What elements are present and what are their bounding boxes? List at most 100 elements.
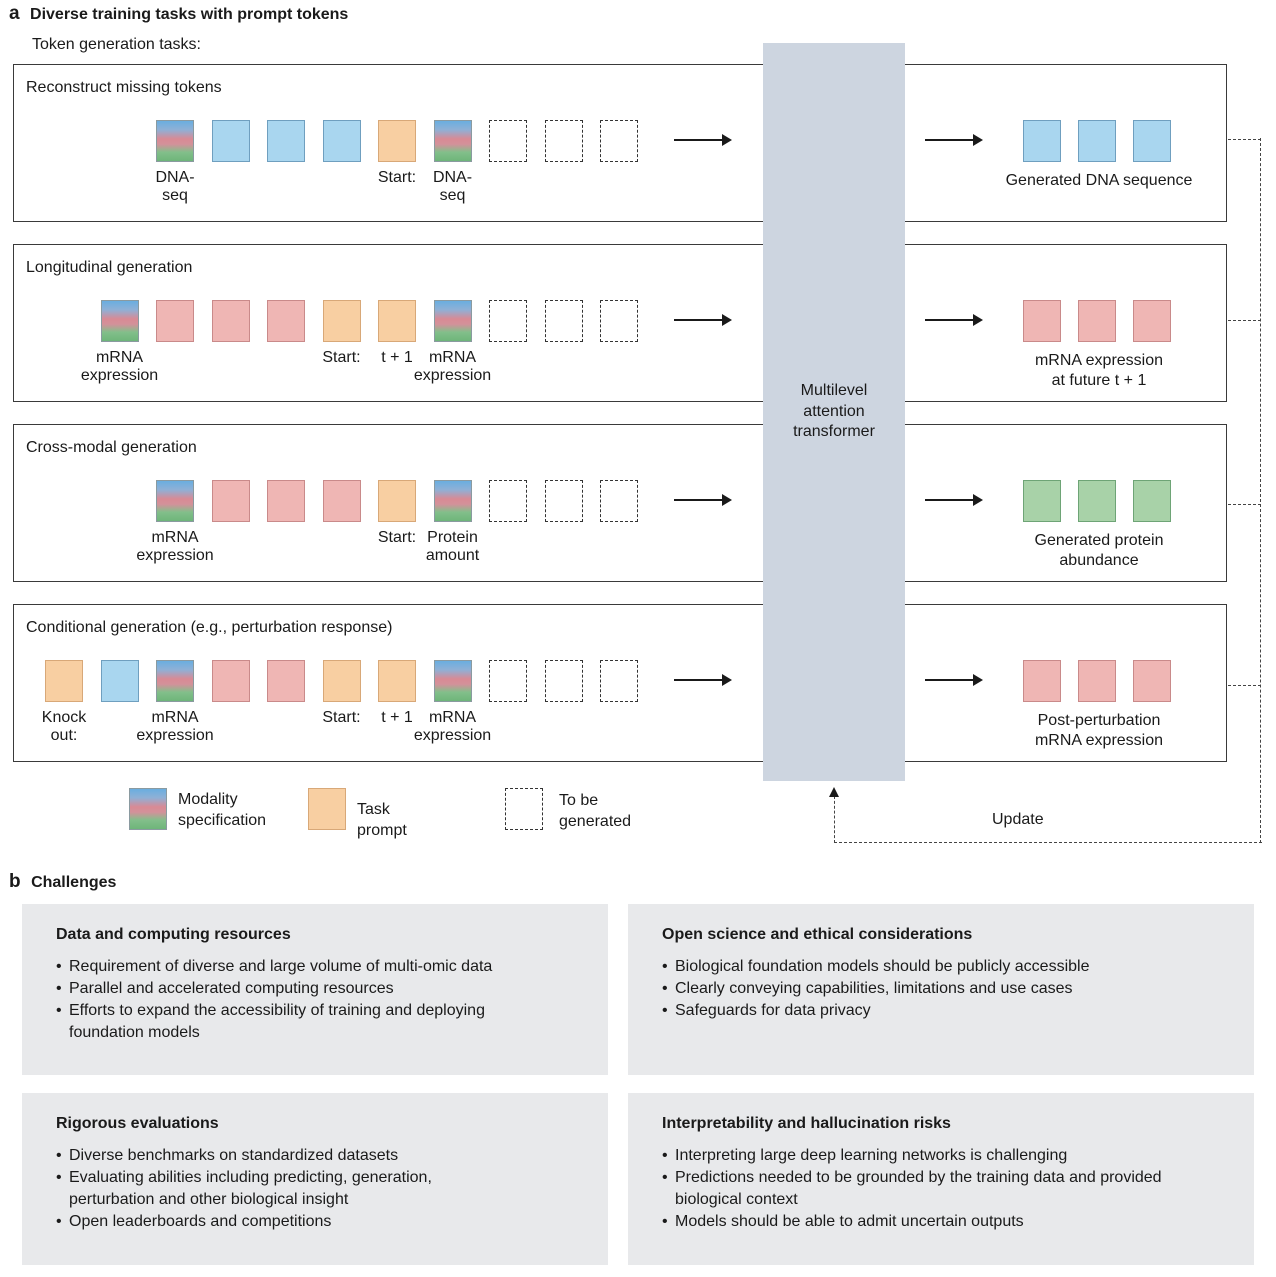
panel-a-title: Diverse training tasks with prompt token…: [30, 6, 349, 23]
challenge-list: Diverse benchmarks on standardized datas…: [56, 1145, 574, 1233]
update-connector-4: [1228, 685, 1261, 686]
mrna-token: [211, 660, 250, 702]
panel-a-letter: a: [9, 3, 20, 24]
challenge-item: Safeguards for data privacy: [662, 1000, 1220, 1022]
task-prompt-token: [322, 300, 361, 342]
to-be-generated-token: [544, 660, 583, 702]
modality-token: [156, 660, 194, 702]
panel-b-title: Challenges: [31, 874, 117, 891]
output-label: mRNA expression at future t + 1: [1034, 352, 1164, 389]
output-label: Generated protein abundance: [1034, 532, 1164, 569]
challenge-item: Parallel and accelerated computing resou…: [56, 978, 574, 1000]
task-title: Reconstruct missing tokens: [26, 79, 222, 96]
legend-empty-swatch: [505, 788, 543, 830]
generated-protein-token: [1078, 480, 1116, 522]
token-label: mRNA expression: [413, 349, 492, 384]
token-label: Start:: [377, 169, 417, 186]
to-be-generated-token: [489, 300, 527, 342]
modality-token: [156, 120, 194, 162]
mrna-token: [211, 300, 250, 342]
update-connector-1: [1228, 139, 1261, 140]
challenge-list: Requirement of diverse and large volume …: [56, 956, 574, 1044]
challenge-box-open-science: Open science and ethical considerations …: [628, 904, 1254, 1075]
generated-mrna-token: [1023, 660, 1061, 702]
to-be-generated-token: [489, 120, 527, 162]
challenge-item: Diverse benchmarks on standardized datas…: [56, 1145, 574, 1167]
update-loop-bottom-line: [834, 842, 1262, 843]
to-be-generated-token: [544, 300, 583, 342]
mrna-token: [267, 300, 305, 342]
arrow-right-icon: [925, 674, 983, 686]
challenge-item: Requirement of diverse and large volume …: [56, 956, 574, 978]
dna-token: [100, 660, 139, 702]
generated-mrna-token: [1133, 660, 1171, 702]
arrow-right-icon: [674, 134, 732, 146]
mrna-token: [211, 480, 250, 522]
task-prompt-token: [378, 120, 416, 162]
token-label: Start:: [322, 349, 361, 366]
task-box-longitudinal: Longitudinal generation mRNA expression S…: [13, 244, 1227, 402]
token-label: Start:: [322, 709, 361, 726]
panel-b-letter: b: [9, 871, 21, 892]
generated-dna-token: [1023, 120, 1061, 162]
challenge-title: Interpretability and hallucination risks: [662, 1115, 951, 1132]
update-label: Update: [992, 811, 1044, 828]
task-title: Cross-modal generation: [26, 439, 197, 456]
token-label: Knock out:: [41, 709, 87, 744]
token-label: Protein amount: [425, 529, 480, 564]
token-label: t + 1: [381, 709, 413, 726]
legend-prompt-swatch: [308, 788, 346, 830]
challenge-item: Open leaderboards and competitions: [56, 1211, 574, 1233]
update-connector-2: [1228, 320, 1261, 321]
legend-prompt-label: Task prompt: [357, 801, 407, 839]
challenge-item: Evaluating abilities including predictin…: [56, 1167, 476, 1211]
mrna-token: [322, 480, 361, 522]
challenge-box-interpretability: Interpretability and hallucination risks…: [628, 1093, 1254, 1265]
mrna-token: [267, 660, 305, 702]
challenge-item: Efforts to expand the accessibility of t…: [56, 1000, 526, 1044]
challenge-box-data-computing: Data and computing resources Requirement…: [22, 904, 608, 1075]
task-title: Longitudinal generation: [26, 259, 193, 276]
update-loop-up-line: [834, 796, 835, 843]
arrow-right-icon: [925, 314, 983, 326]
modality-token: [433, 480, 472, 522]
to-be-generated-token: [600, 660, 638, 702]
modality-token: [433, 300, 472, 342]
token-tasks-subtitle: Token generation tasks:: [32, 36, 201, 53]
arrow-right-icon: [674, 314, 732, 326]
mrna-token: [267, 480, 305, 522]
dna-token: [211, 120, 250, 162]
generated-protein-token: [1023, 480, 1061, 522]
task-prompt-token: [378, 660, 416, 702]
to-be-generated-token: [600, 480, 638, 522]
task-prompt-token: [378, 480, 416, 522]
dna-token: [267, 120, 305, 162]
token-label: mRNA expression: [136, 709, 214, 744]
task-prompt-token: [45, 660, 83, 702]
token-label: Start:: [377, 529, 417, 546]
task-prompt-token: [378, 300, 416, 342]
update-loop-vertical-line: [1260, 138, 1261, 843]
challenge-item: Predictions needed to be grounded by the…: [662, 1167, 1202, 1211]
output-label: Post-perturbation mRNA expression: [1034, 712, 1164, 749]
challenge-title: Open science and ethical considerations: [662, 926, 973, 943]
challenge-item: Biological foundation models should be p…: [662, 956, 1220, 978]
token-label: mRNA expression: [136, 529, 214, 564]
challenge-item: Clearly conveying capabilities, limitati…: [662, 978, 1220, 1000]
update-arrowhead-icon: [829, 787, 839, 797]
to-be-generated-token: [600, 120, 638, 162]
task-box-cross-modal: Cross-modal generation mRNA expression St…: [13, 424, 1227, 582]
update-connector-3: [1228, 504, 1261, 505]
output-label: Generated DNA sequence: [1005, 172, 1193, 189]
modality-token: [433, 660, 472, 702]
challenge-list: Biological foundation models should be p…: [662, 956, 1220, 1022]
challenge-item: Interpreting large deep learning network…: [662, 1145, 1220, 1167]
challenge-item: Models should be able to admit uncertain…: [662, 1211, 1220, 1233]
task-title: Conditional generation (e.g., perturbati…: [26, 619, 393, 636]
arrow-right-icon: [674, 494, 732, 506]
arrow-right-icon: [674, 674, 732, 686]
legend-empty-label: To be generated: [559, 792, 632, 830]
modality-token: [156, 480, 194, 522]
generated-protein-token: [1133, 480, 1171, 522]
